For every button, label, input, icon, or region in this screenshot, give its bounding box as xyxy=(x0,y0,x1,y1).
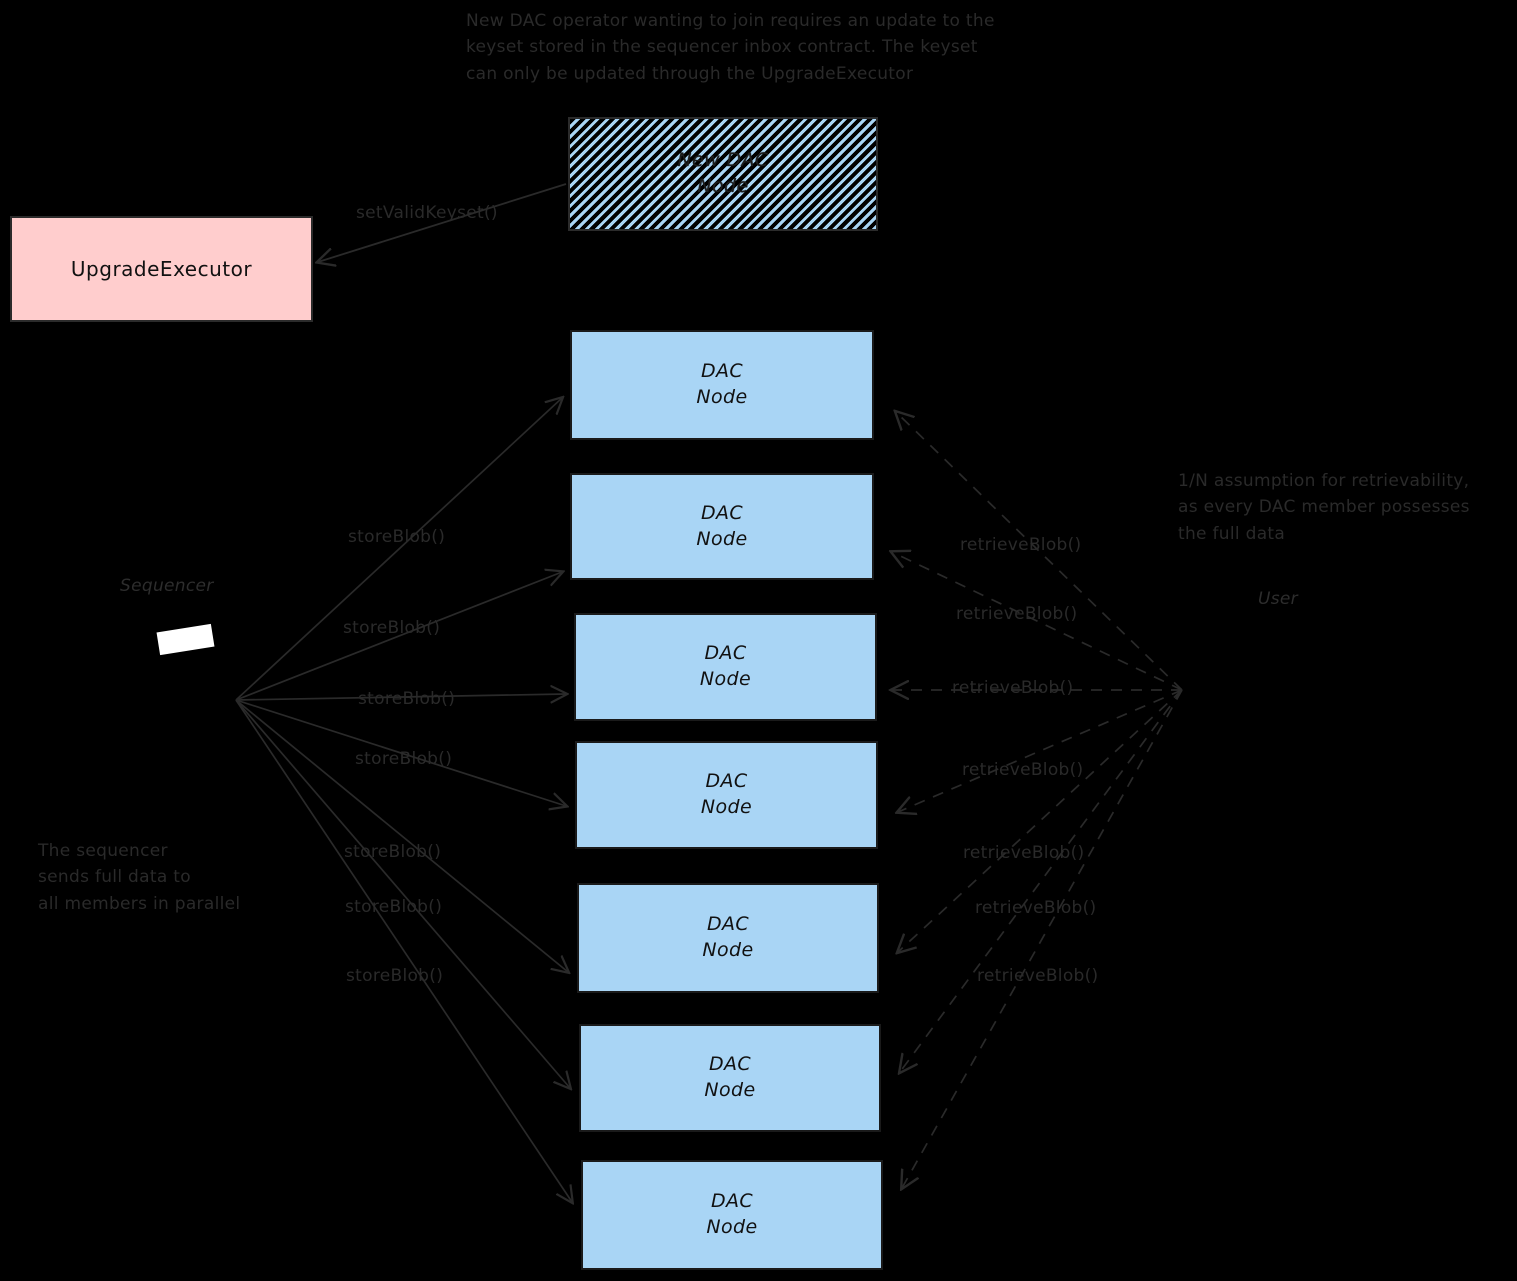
edge-label-retrieve-blob-1: retrieveBlob() xyxy=(960,535,1082,555)
dac-node-6-line1: DAC xyxy=(708,1053,752,1076)
edge-retrieve-blob-group xyxy=(892,412,1183,1188)
dac-node-1[interactable]: DAC Node xyxy=(570,330,874,440)
user-label: User xyxy=(1258,589,1298,609)
upgrade-executor-label: UpgradeExecutor xyxy=(70,257,253,281)
edge-label-retrieve-blob-4: retrieveBlob() xyxy=(962,760,1084,780)
sequencer-glyph xyxy=(156,623,215,656)
dac-node-6-line2: Node xyxy=(704,1079,756,1101)
edge-set-valid-keyset xyxy=(318,183,567,262)
dac-node-2-line1: DAC xyxy=(700,501,744,524)
note-sequencer-parallel: The sequencer sends full data to all mem… xyxy=(38,841,241,914)
dac-node-1-line2: Node xyxy=(696,386,748,408)
dac-node-3-line2: Node xyxy=(699,668,752,690)
edge-label-retrieve-blob-6: retrieveBlob() xyxy=(975,898,1097,918)
dac-node-1-line1: DAC xyxy=(700,360,744,383)
edge-label-store-blob-3: storeBlob() xyxy=(358,689,456,709)
new-dac-node-box[interactable]: New DAC Node xyxy=(568,117,878,231)
edge-label-retrieve-blob-3: retrieveBlob() xyxy=(952,678,1074,698)
dac-node-5-line2: Node xyxy=(702,939,754,961)
dac-node-7-line2: Node xyxy=(706,1216,758,1238)
edge-label-store-blob-2: storeBlob() xyxy=(343,618,441,638)
dac-node-3-line1: DAC xyxy=(704,642,747,665)
upgrade-executor-box[interactable]: UpgradeExecutor xyxy=(10,216,313,322)
edge-label-store-blob-4: storeBlob() xyxy=(355,749,453,769)
edge-label-store-blob-7: storeBlob() xyxy=(346,966,444,986)
dac-node-4-line1: DAC xyxy=(705,770,748,793)
edge-label-retrieve-blob-5: retrieveBlob() xyxy=(963,843,1085,863)
edge-store-blob-group xyxy=(235,398,572,1202)
dac-node-4-line2: Node xyxy=(700,796,753,818)
dac-node-7[interactable]: DAC Node xyxy=(581,1160,883,1270)
dac-node-4[interactable]: DAC Node xyxy=(575,741,878,849)
dac-node-3[interactable]: DAC Node xyxy=(574,613,877,721)
edge-label-store-blob-6: storeBlob() xyxy=(345,897,443,917)
edge-label-set-valid-keyset: setValidKeyset() xyxy=(356,203,498,223)
dac-node-5-line1: DAC xyxy=(706,913,750,936)
edge-label-store-blob-1: storeBlob() xyxy=(348,527,446,547)
note-new-operator: New DAC operator wanting to join require… xyxy=(466,11,995,84)
dac-node-2-line2: Node xyxy=(696,527,748,550)
sequencer-label: Sequencer xyxy=(120,576,214,596)
edge-label-retrieve-blob-2: retrieveBlob() xyxy=(956,604,1078,624)
note-retrievability: 1/N assumption for retrievability, as ev… xyxy=(1178,471,1470,544)
dac-node-7-line1: DAC xyxy=(710,1190,754,1213)
dac-node-2[interactable]: DAC Node xyxy=(570,473,874,580)
edge-label-store-blob-5: storeBlob() xyxy=(344,842,442,862)
edge-label-retrieve-blob-7: retrieveBlob() xyxy=(977,966,1099,986)
dac-node-5[interactable]: DAC Node xyxy=(577,883,879,993)
new-dac-node-line1: New DAC xyxy=(677,149,769,172)
dac-node-6[interactable]: DAC Node xyxy=(579,1024,881,1132)
new-dac-node-line2: Node xyxy=(697,175,749,197)
